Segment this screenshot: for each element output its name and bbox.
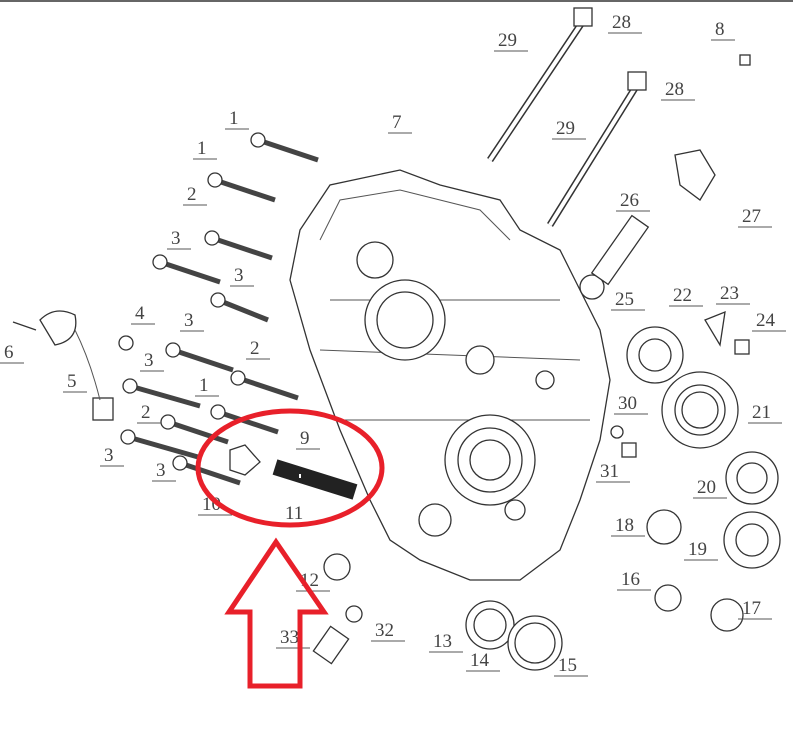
callout-3: 3 <box>171 228 181 249</box>
callout-4: 4 <box>135 303 145 324</box>
callout-22: 22 <box>673 285 692 306</box>
callout-14: 14 <box>470 650 490 671</box>
bolt-head <box>210 404 226 420</box>
callout-1: 1 <box>229 108 239 129</box>
highlight-arrow <box>224 537 329 689</box>
callout-30: 30 <box>618 393 637 414</box>
callout-28: 28 <box>612 12 631 33</box>
bolt <box>129 383 201 409</box>
callout-17: 17 <box>742 598 761 619</box>
callout-3: 3 <box>104 445 114 466</box>
callout-33: 33 <box>280 627 299 648</box>
bolt <box>167 419 229 445</box>
callout-7: 7 <box>392 112 402 133</box>
bolt-head <box>165 342 181 358</box>
bolt <box>172 347 234 373</box>
callout-13: 13 <box>433 631 452 652</box>
callout-23: 23 <box>720 283 739 304</box>
callout-27: 27 <box>742 206 761 227</box>
bolt-head <box>122 378 138 394</box>
callout-1: 1 <box>199 375 209 396</box>
bolt-head <box>210 292 226 308</box>
callout-8: 8 <box>715 19 725 40</box>
bolt-head <box>230 370 246 386</box>
bolt <box>127 434 199 460</box>
bolt-head <box>172 455 188 471</box>
callout-3: 3 <box>144 350 154 371</box>
bolt-head <box>204 230 220 246</box>
callout-28: 28 <box>665 79 684 100</box>
callout-3: 3 <box>156 460 166 481</box>
bolt <box>179 460 241 486</box>
highlight-ellipse <box>195 408 385 528</box>
bolt <box>214 177 276 203</box>
highlighted-shaft <box>229 444 358 500</box>
bolt <box>237 375 299 401</box>
callout-1: 1 <box>197 138 207 159</box>
crankcase <box>289 169 611 581</box>
callout-6: 6 <box>4 342 14 363</box>
bearings <box>12 54 781 671</box>
callout-16: 16 <box>621 569 640 590</box>
callout-9: 9 <box>300 428 310 449</box>
callout-29: 29 <box>556 118 575 139</box>
bolt <box>217 297 269 323</box>
bolt-head <box>250 132 266 148</box>
callout-2: 2 <box>250 338 260 359</box>
callout-29: 29 <box>498 30 517 51</box>
callout-19: 19 <box>688 539 707 560</box>
callout-32: 32 <box>375 620 394 641</box>
bolt <box>217 409 279 435</box>
callout-20: 20 <box>697 477 716 498</box>
bolt <box>159 259 221 285</box>
bolt-head <box>160 414 176 430</box>
callout-2: 2 <box>141 402 151 423</box>
callout-25: 25 <box>615 289 634 310</box>
callout-15: 15 <box>558 655 577 676</box>
callout-11: 11 <box>285 503 303 524</box>
callout-31: 31 <box>600 461 619 482</box>
bolt-head <box>152 254 168 270</box>
callout-18: 18 <box>615 515 634 536</box>
callout-5: 5 <box>67 371 77 392</box>
bolt-head <box>207 172 223 188</box>
bolts <box>120 132 319 486</box>
long-bolts-29 <box>487 7 647 227</box>
callout-3: 3 <box>184 310 194 331</box>
callout-3: 3 <box>234 265 244 286</box>
bolt-head <box>120 429 136 445</box>
bolt <box>211 235 273 261</box>
callout-2: 2 <box>187 184 197 205</box>
callout-26: 26 <box>620 190 639 211</box>
callout-24: 24 <box>756 310 776 331</box>
bolt <box>257 137 319 163</box>
callout-21: 21 <box>752 402 771 423</box>
